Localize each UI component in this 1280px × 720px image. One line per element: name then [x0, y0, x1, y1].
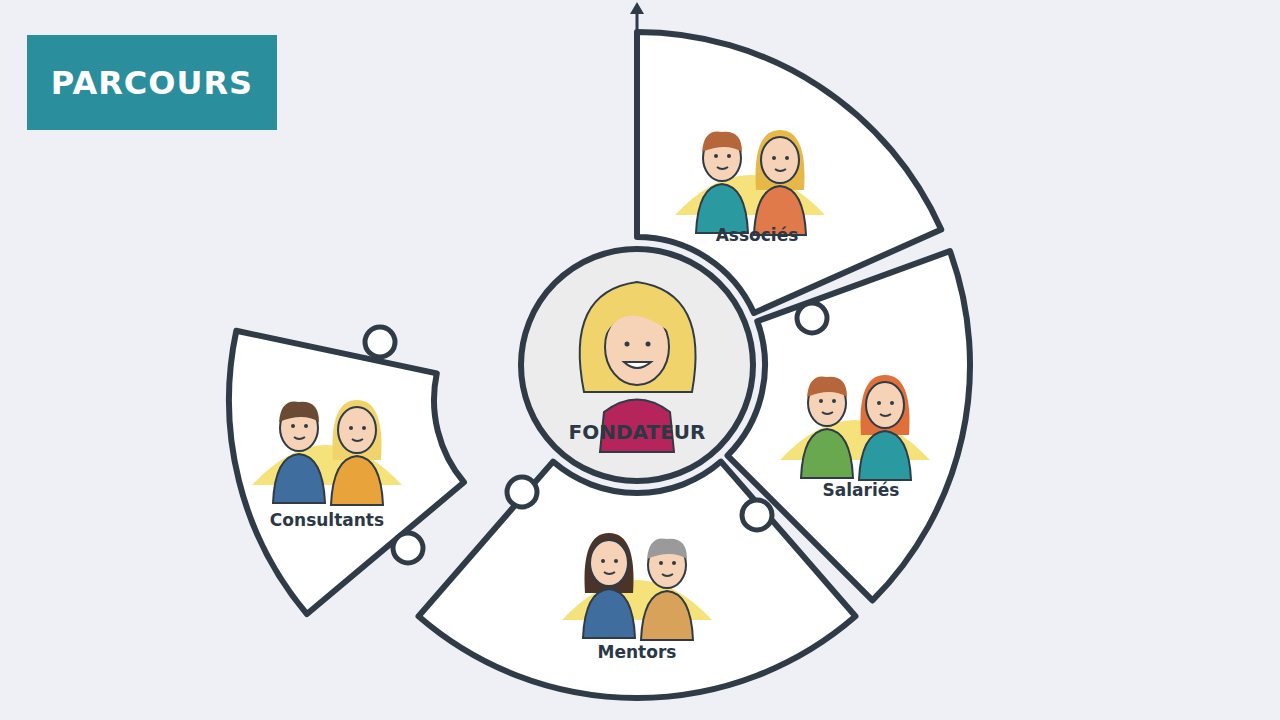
- body: [273, 454, 325, 503]
- puzzle-label-box: Mentors: [594, 640, 681, 664]
- mouth: [717, 167, 728, 169]
- puzzle-piece: [229, 331, 464, 614]
- mouth: [775, 169, 786, 171]
- eye: [819, 399, 823, 403]
- mouth: [662, 574, 673, 576]
- eye: [785, 156, 789, 160]
- puzzle-knob: [507, 477, 537, 507]
- mouth: [352, 439, 363, 441]
- mouth: [604, 572, 615, 574]
- eye: [304, 424, 308, 428]
- hair: [333, 400, 382, 460]
- eye: [646, 342, 651, 347]
- body: [859, 431, 911, 480]
- eye: [291, 424, 295, 428]
- center-circle: FONDATEUR: [518, 246, 756, 484]
- people-icon: [780, 375, 930, 480]
- title-text: PARCOURS: [51, 64, 253, 102]
- head: [761, 137, 799, 183]
- hair: [647, 538, 687, 559]
- node-label: FONDATEUR: [524, 420, 750, 444]
- arrow-head: [630, 2, 644, 14]
- eye: [714, 154, 718, 158]
- puzzle-label-box: Consultants: [266, 508, 388, 532]
- head: [590, 540, 628, 586]
- people-icon: [562, 533, 712, 640]
- puzzle-piece: [419, 462, 856, 698]
- node-label: Mentors: [594, 640, 681, 664]
- eye: [625, 342, 630, 347]
- puzzle-label-box: Associés: [712, 223, 803, 247]
- head: [338, 407, 376, 453]
- eye: [727, 154, 731, 158]
- smile: [624, 362, 651, 368]
- mouth: [880, 414, 891, 416]
- eye: [601, 559, 605, 563]
- people-icon: [675, 130, 825, 235]
- puzzle-knob: [797, 303, 827, 333]
- body: [583, 589, 635, 638]
- hair: [702, 131, 742, 152]
- people-icon: [252, 400, 402, 505]
- puzzle-knob: [742, 500, 772, 530]
- eye: [362, 426, 366, 430]
- body: [331, 456, 383, 505]
- eye: [659, 561, 663, 565]
- hair: [279, 401, 319, 422]
- puzzle-knob: [393, 533, 423, 563]
- node-label: Consultants: [266, 508, 388, 532]
- eye: [832, 399, 836, 403]
- puzzle-knob: [365, 327, 395, 357]
- body: [641, 591, 693, 640]
- eye: [672, 561, 676, 565]
- eye: [890, 401, 894, 405]
- hair: [861, 375, 910, 435]
- eye: [614, 559, 618, 563]
- node-label: Salariés: [819, 478, 904, 502]
- hair: [807, 376, 847, 397]
- eye: [877, 401, 881, 405]
- head: [866, 382, 904, 428]
- node-label: Associés: [712, 223, 803, 247]
- body: [801, 429, 853, 478]
- eye: [349, 426, 353, 430]
- hair: [585, 533, 634, 593]
- mouth: [822, 412, 833, 414]
- fringe: [604, 304, 670, 337]
- puzzle-label-box: Salariés: [819, 478, 904, 502]
- title-box: PARCOURS: [27, 35, 277, 130]
- hair: [756, 130, 805, 190]
- eye: [772, 156, 776, 160]
- founder-illustration: [524, 252, 750, 478]
- hair: [580, 282, 696, 392]
- mouth: [294, 437, 305, 439]
